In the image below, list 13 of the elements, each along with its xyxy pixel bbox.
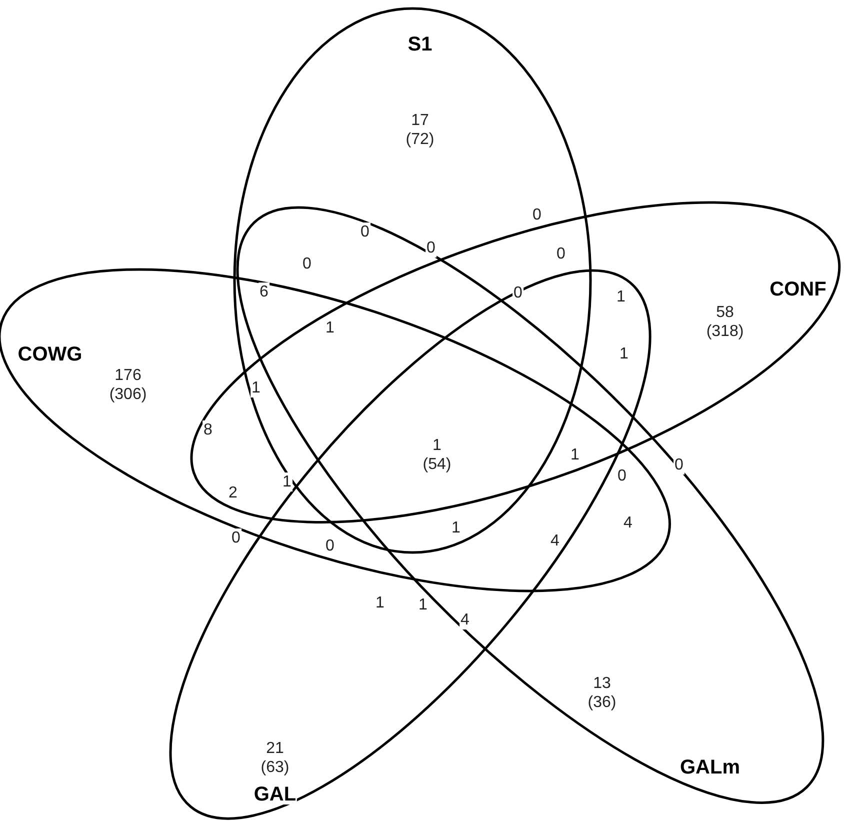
set-ellipse: [168, 269, 652, 821]
region-count: 1: [250, 378, 262, 398]
region-count: 0: [426, 238, 436, 258]
region-count: 4: [460, 610, 470, 630]
region-count: 58 (318): [705, 302, 745, 341]
region-count: 1 (54): [422, 436, 452, 474]
region-count: 17 (72): [404, 111, 436, 149]
region-count: 176 (306): [108, 366, 148, 404]
region-count: 13 (36): [586, 674, 618, 712]
region-count: 21 (63): [260, 738, 290, 777]
region-count: 0: [674, 456, 684, 474]
region-count: 1: [282, 472, 292, 492]
set-name: GAL: [252, 785, 298, 804]
